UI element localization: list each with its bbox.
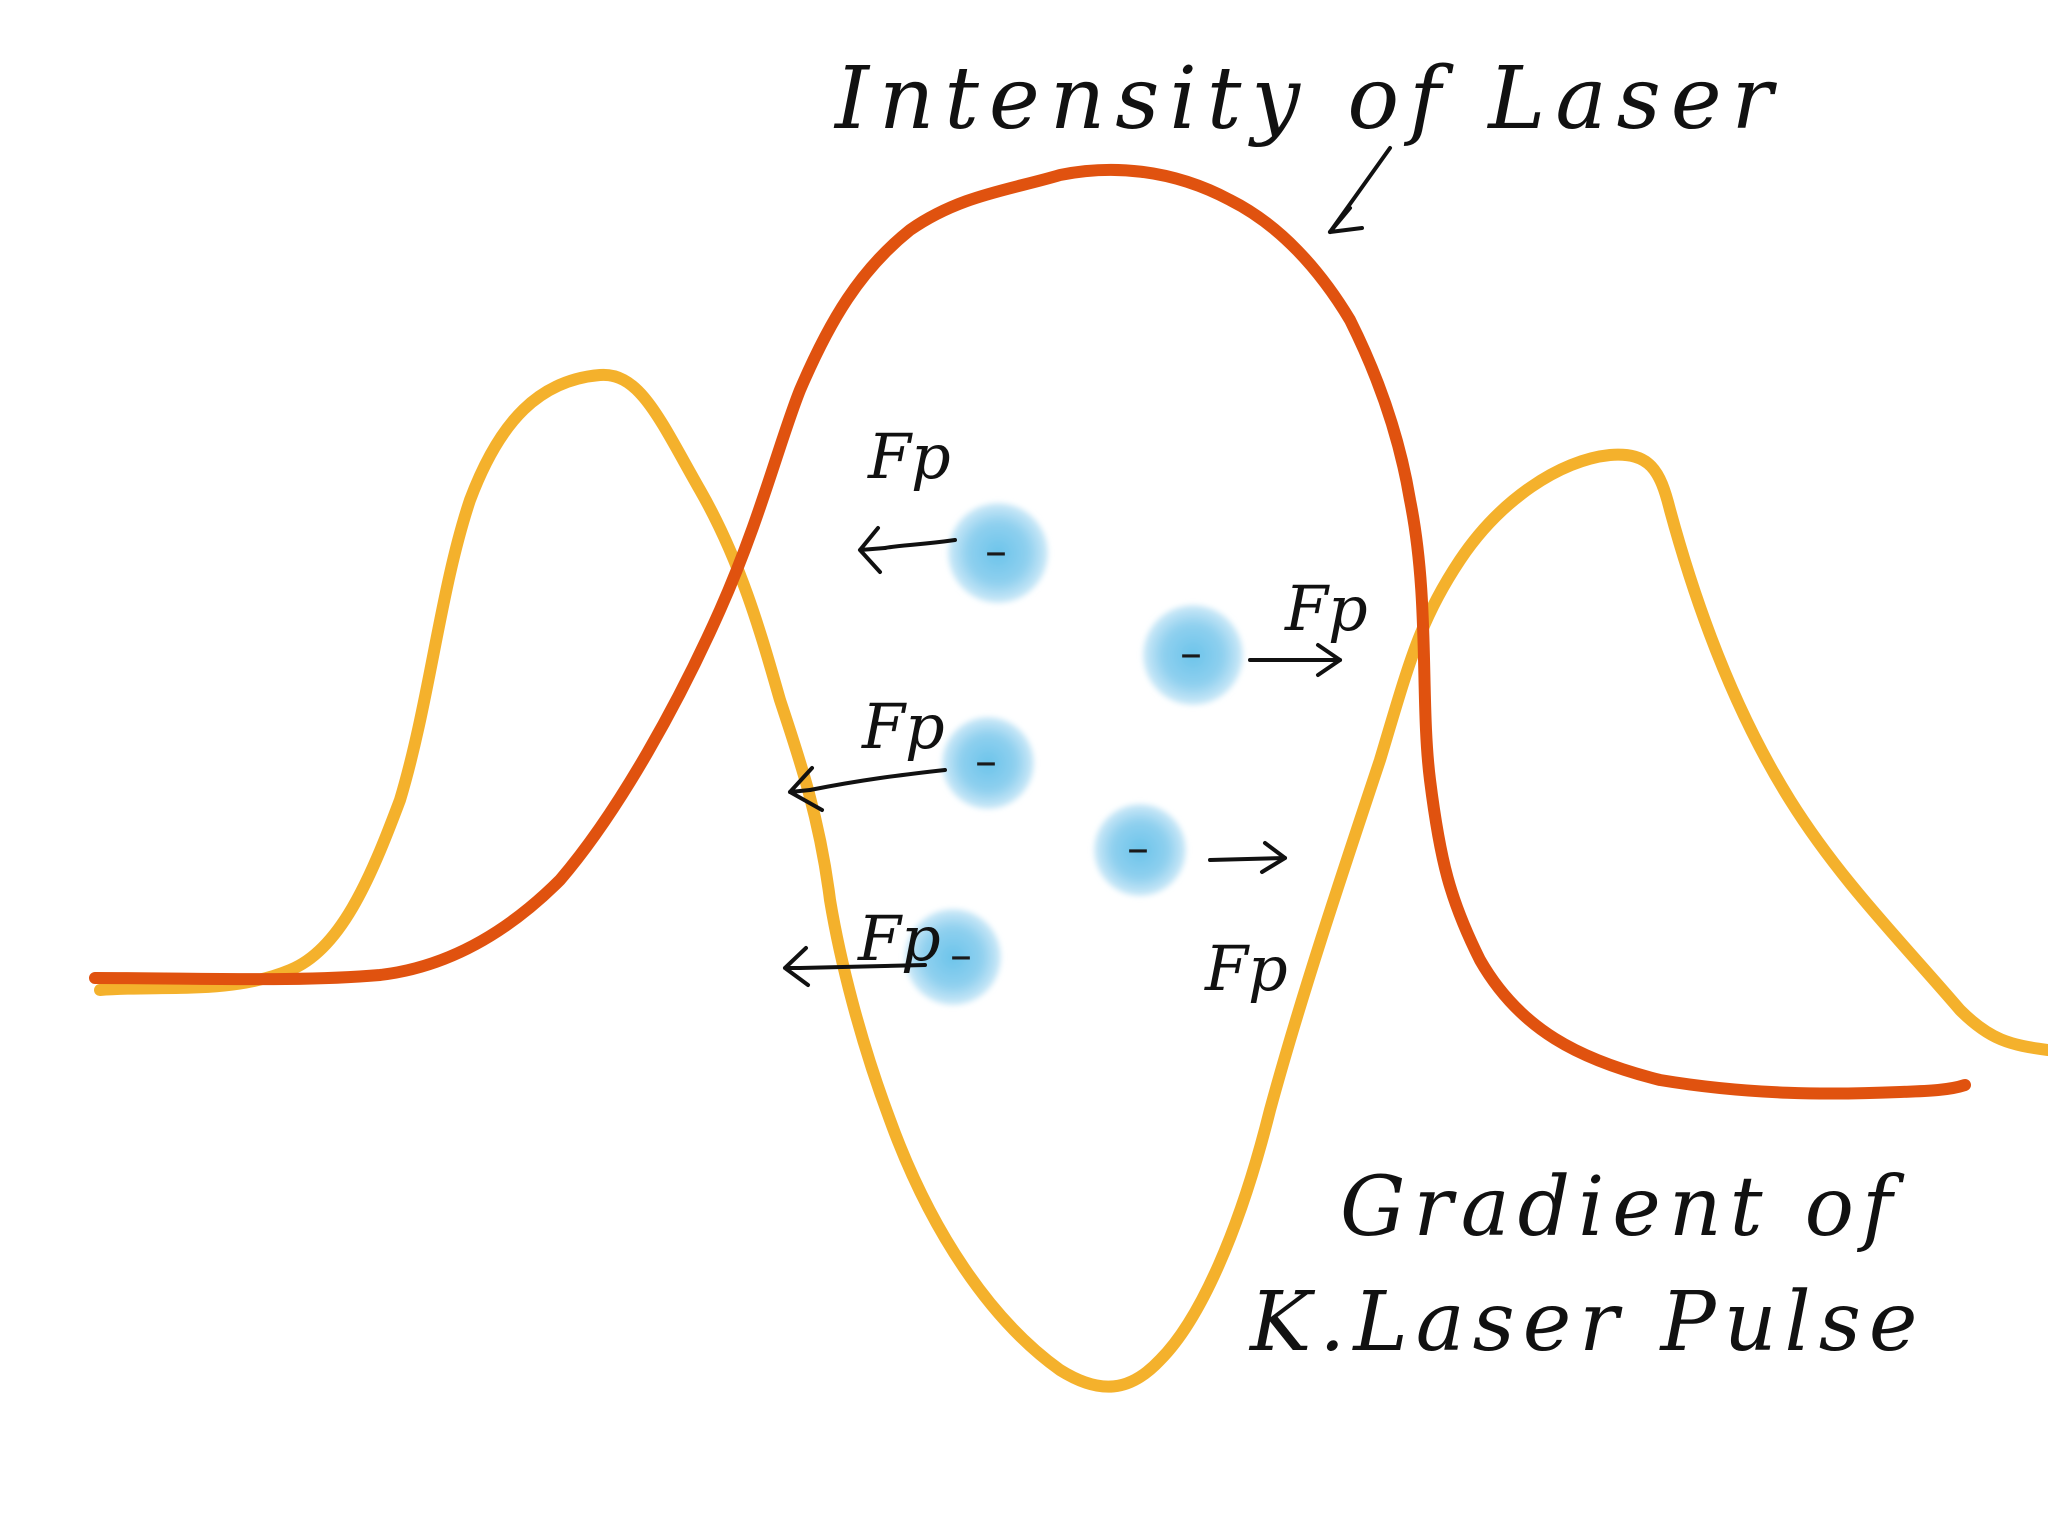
force-arrow-5 — [783, 946, 927, 987]
particle-1: – — [948, 503, 1048, 603]
particle-sign: – — [975, 736, 997, 787]
particle-5: – — [905, 909, 1001, 1005]
force-arrow-3 — [788, 766, 947, 812]
intensity-curve — [89, 163, 1971, 1100]
electron-blob — [1143, 605, 1243, 705]
intensity-arrow — [1328, 146, 1392, 234]
force-label-5: Fp — [857, 902, 941, 975]
particle-4: – — [1094, 804, 1186, 896]
electron-blob — [905, 909, 1001, 1005]
gradient-curve — [94, 368, 2048, 1393]
electron-blob — [948, 503, 1048, 603]
gradient-label-line1: Gradient of — [1340, 1160, 1905, 1255]
particle-sign: – — [985, 526, 1007, 577]
particle-3: – — [942, 717, 1034, 809]
particle-sign: – — [950, 930, 972, 981]
force-arrow-1 — [858, 526, 957, 574]
gradient-label-line2: K.Laser Pulse — [1248, 1275, 1925, 1370]
force-label-1: Fp — [867, 420, 951, 493]
force-arrow-4 — [1208, 841, 1287, 874]
particle-sign: – — [1127, 823, 1149, 874]
intensity-label: Intensity of Laser — [833, 49, 1783, 149]
force-label-2: Fp — [1284, 572, 1368, 645]
particle-sign: – — [1180, 628, 1202, 679]
electron-blob — [942, 717, 1034, 809]
force-label-3: Fp — [861, 690, 945, 763]
force-arrow-2 — [1248, 643, 1342, 677]
force-label-4: Fp — [1204, 932, 1288, 1005]
electron-blob — [1094, 804, 1186, 896]
particle-2: – — [1143, 605, 1243, 705]
